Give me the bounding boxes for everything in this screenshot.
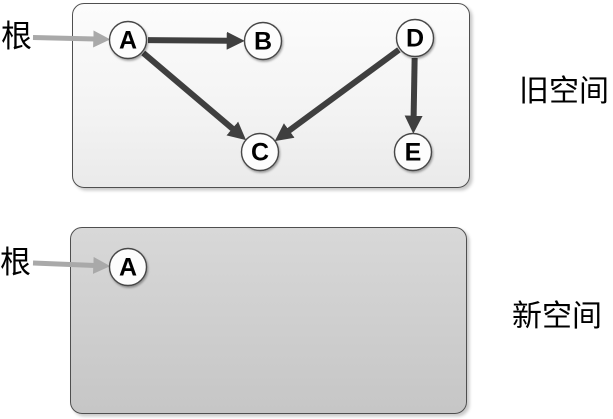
node-old-D: D	[395, 18, 435, 58]
node-old-E: E	[393, 132, 433, 172]
node-circle	[243, 21, 283, 61]
old-space-label: 旧空间	[519, 74, 609, 109]
edge-old-A-to-B	[147, 31, 245, 50]
new-space-label: 新空间	[512, 299, 602, 334]
root-label-old: 根	[1, 19, 32, 55]
node-old-A: A	[108, 20, 148, 60]
node-label: D	[406, 25, 424, 53]
edges-layer	[32, 30, 423, 274]
node-label: E	[405, 139, 422, 167]
node-circle	[108, 247, 148, 287]
node-old-C: C	[240, 132, 280, 172]
root-label-new: 根	[0, 245, 31, 281]
edge-old-A-to-C	[141, 50, 247, 141]
node-circle	[108, 20, 148, 60]
root-arrow-old	[32, 30, 111, 48]
node-label: A	[119, 27, 137, 55]
nodes-layer: A B C D E A	[108, 18, 435, 287]
node-circle	[395, 18, 435, 58]
node-label: A	[119, 254, 137, 282]
node-circle	[240, 132, 280, 172]
node-circle	[393, 132, 433, 172]
node-label: C	[251, 139, 269, 167]
edge-old-D-to-C	[274, 47, 401, 142]
node-new-A: A	[108, 247, 148, 287]
node-old-B: B	[243, 21, 283, 61]
root-arrow-new	[32, 256, 111, 274]
edge-old-D-to-E	[404, 57, 423, 134]
node-label: B	[254, 28, 272, 56]
